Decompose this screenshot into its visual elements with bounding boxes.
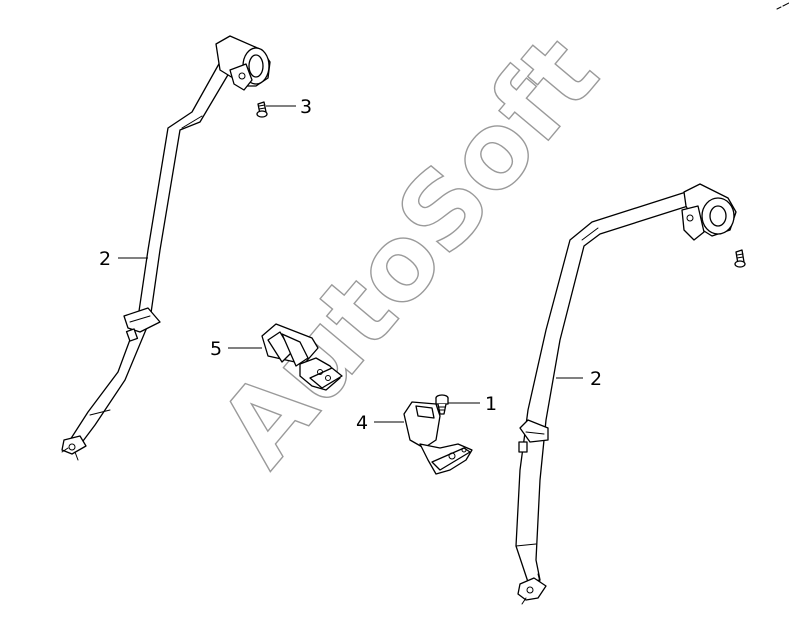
right-belt-guide [519,419,549,443]
buckle-4 [403,401,473,475]
right-seat-belt [515,183,737,605]
left-belt-guide [123,307,161,333]
left-seat-belt [61,35,271,461]
corner-mark [776,2,789,10]
callout-2-right: 2 [590,368,602,390]
right-bottom-anchor [517,573,547,605]
callout-3: 3 [300,96,312,118]
bolt-1 [435,394,449,415]
left-bottom-anchor [61,435,87,461]
bolt-right [734,249,746,268]
buckle-5 [261,323,343,391]
left-retractor [215,35,271,91]
callout-4: 4 [356,412,368,434]
callout-2-left: 2 [99,248,111,270]
callout-1: 1 [485,393,497,415]
bolt-3 [256,101,268,118]
callout-5: 5 [210,338,222,360]
right-retractor [681,183,737,241]
left-belt-strap [69,61,233,446]
